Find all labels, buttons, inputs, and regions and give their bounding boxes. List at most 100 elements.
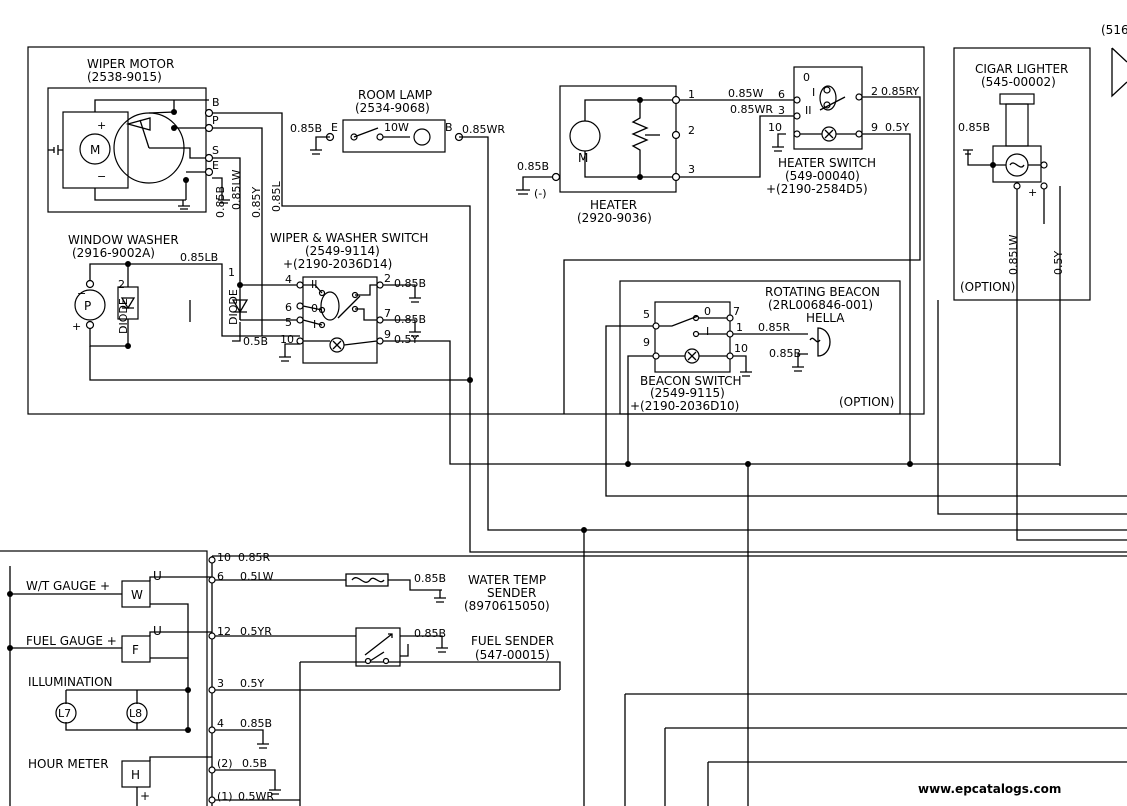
water-temp-part: (8970615050) <box>464 599 550 613</box>
cigar-lighter-wire-gnd: 0.85B <box>958 121 990 134</box>
room-lamp-wire-in: 0.85B <box>290 122 322 135</box>
conn-pin-10: 10 <box>217 551 231 564</box>
cigar-lighter-name: CIGAR LIGHTER <box>975 62 1068 76</box>
wire-085y-motor: 0.85Y <box>250 187 263 218</box>
wire-085b-motor: 0.85B <box>214 186 227 218</box>
wire-085l-motor: 0.85L <box>270 181 283 212</box>
wt-gauge-letter: W <box>131 588 143 602</box>
beacon-switch-pin-1: 1 <box>736 321 743 334</box>
wiper-switch-pin-9: 9 <box>384 328 391 341</box>
heater-switch-pin-2: 2 <box>871 85 878 98</box>
room-lamp-name: ROOM LAMP <box>358 88 432 102</box>
cab-frame <box>27 46 925 415</box>
heater-m: M <box>578 151 588 165</box>
heater-switch-part: (549-00040) <box>785 169 860 183</box>
beacon-switch-pin-9: 9 <box>643 336 650 349</box>
beacon-part: (2RL006846-001) <box>768 298 873 312</box>
wiper-motor-internals <box>48 99 209 210</box>
conn-wire-3: 0.5Y <box>240 677 264 690</box>
heater-switch-pos-0: 0 <box>803 71 810 84</box>
cigar-lighter-wire-1: 0.85LW <box>1007 234 1020 275</box>
washer-minus: − <box>77 287 86 300</box>
room-lamp-part: (2534-9068) <box>355 101 430 115</box>
diode-1-pin: 1 <box>228 266 235 279</box>
conn-wire-10: 0.85R <box>238 551 270 564</box>
wiper-pin-e: E <box>212 159 219 172</box>
window-washer-part: (2916-9002A) <box>72 246 155 260</box>
lamp-l8: L8 <box>129 707 142 720</box>
fuel-gauge-u: U <box>153 624 162 638</box>
wt-gauge-label: W/T GAUGE + <box>26 579 110 593</box>
hour-meter-plus: + <box>140 789 150 803</box>
conn-wire-4: 0.85B <box>240 717 272 730</box>
beacon-switch-part2: +(2190-2036D10) <box>630 399 739 413</box>
window-washer-wire: 0.85LB <box>180 251 218 264</box>
heater-ground-wire: 0.85B <box>517 160 549 173</box>
wiper-switch-pin-5: 5 <box>285 316 292 329</box>
wiper-switch-pin-2: 2 <box>384 272 391 285</box>
heater-switch-pin-6: 6 <box>778 88 785 101</box>
conn-pin-2: (2) <box>217 757 233 770</box>
washer-diode-label: DIODE <box>117 298 130 334</box>
wiper-switch-pin-10: 10 <box>280 333 294 346</box>
wiper-switch-circuit <box>279 281 1060 465</box>
beacon-option: (OPTION) <box>839 395 894 409</box>
top-right-arrow <box>1111 47 1127 98</box>
watermark: www.epcatalogs.com <box>918 782 1061 796</box>
wiper-pin-s: S <box>212 144 219 157</box>
heater-ground-label: (-) <box>534 187 547 200</box>
conn-wire-1: 0.5WR <box>238 790 274 803</box>
wiper-switch-wire-9: 0.5Y <box>394 333 418 346</box>
water-temp-name: WATER TEMP <box>468 573 546 587</box>
conn-pin-6: 6 <box>217 570 224 583</box>
heater-circuit <box>516 95 796 195</box>
fuel-sender-part: (547-00015) <box>475 648 550 662</box>
heater-switch-pos-ii: II <box>805 104 812 117</box>
wiper-switch-pos-ii: II <box>311 278 318 291</box>
cigar-lighter-wire-2: 0.5Y <box>1052 251 1065 275</box>
beacon-switch-pin-10: 10 <box>734 342 748 355</box>
wiper-switch-part2: +(2190-2036D14) <box>283 257 392 271</box>
beacon-switch-pos-0: 0 <box>704 305 711 318</box>
heater-pin-3: 3 <box>688 163 695 176</box>
beacon-circuit <box>605 314 1127 806</box>
motor-minus: − <box>97 170 106 183</box>
heater-part: (2920-9036) <box>577 211 652 225</box>
beacon-switch-part: (2549-9115) <box>650 386 725 400</box>
connector <box>208 556 560 806</box>
wiper-switch-name: WIPER & WASHER SWITCH <box>270 231 428 245</box>
wiper-switch-pin-7: 7 <box>384 307 391 320</box>
window-washer-name: WINDOW WASHER <box>68 233 179 247</box>
wiper-switch-wire-2: 0.85B <box>394 277 426 290</box>
gauge-panel-frame <box>0 550 208 806</box>
cigar-lighter-option: (OPTION) <box>960 280 1015 294</box>
wiper-switch-part: (2549-9114) <box>305 244 380 258</box>
water-temp-name2: SENDER <box>487 586 536 600</box>
wiper-motor-part: (2538-9015) <box>87 70 162 84</box>
heater-wire-1: 0.85W <box>728 87 763 100</box>
room-lamp-pin-b: B <box>445 121 453 134</box>
window-washer-circuit <box>74 261 470 381</box>
fuel-sender-wire: 0.85B <box>414 627 446 640</box>
fuel-gauge-label: FUEL GAUGE + <box>26 634 117 648</box>
hour-meter-label: HOUR METER <box>28 757 109 771</box>
room-lamp-bulb: 10W <box>384 121 409 134</box>
fuel-gauge-letter: F <box>132 643 139 657</box>
diode-1-label: DIODE <box>227 289 240 325</box>
fuel-sender-name: FUEL SENDER <box>471 634 554 648</box>
conn-wire-12: 0.5YR <box>240 625 272 638</box>
conn-pin-12: 12 <box>217 625 231 638</box>
washer-diode-pin: 2 <box>118 278 125 291</box>
beacon-switch-pos-i: I <box>706 325 709 338</box>
heater-switch-name: HEATER SWITCH <box>778 156 876 170</box>
hour-meter-letter: H <box>131 768 140 782</box>
conn-pin-4: 4 <box>217 717 224 730</box>
wiper-switch-pos-i: I <box>313 318 316 331</box>
heater-wire-2: 0.85WR <box>730 103 773 116</box>
motor-m: M <box>90 143 100 157</box>
conn-wire-2: 0.5B <box>242 757 267 770</box>
heater-pin-1: 1 <box>688 88 695 101</box>
conn-pin-3: 3 <box>217 677 224 690</box>
harness-lines <box>300 300 1127 806</box>
diode-1-wire: 0.5B <box>243 335 268 348</box>
